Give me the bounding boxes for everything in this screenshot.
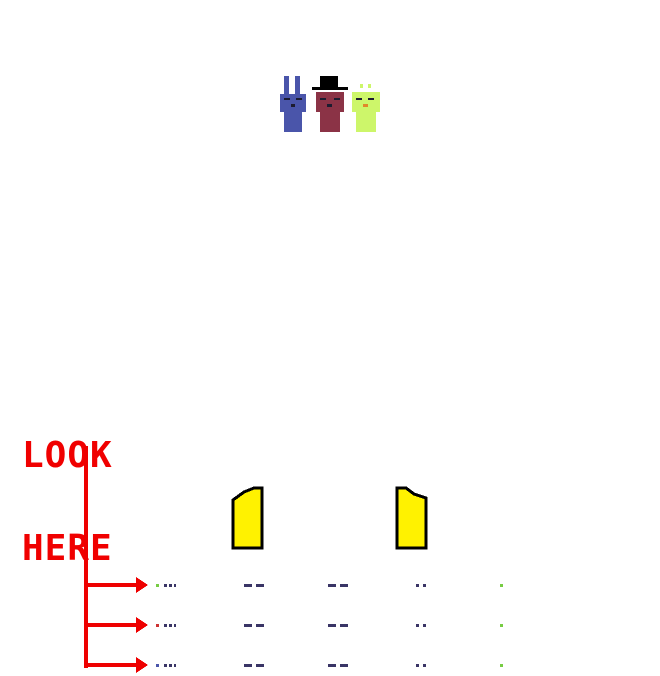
dash — [244, 584, 264, 587]
bunny-icon — [280, 76, 306, 132]
dash — [328, 584, 348, 587]
green-dot — [156, 584, 159, 587]
dash — [164, 624, 176, 627]
row-2 — [150, 620, 530, 632]
dash — [328, 664, 348, 667]
caption-line-2: HERE — [22, 528, 113, 569]
green-dot — [500, 624, 503, 627]
right-door-icon — [395, 486, 428, 550]
pointer-arrows-icon — [84, 446, 148, 673]
green-dot — [500, 584, 503, 587]
left-door-icon — [231, 486, 264, 550]
green-dot — [500, 664, 503, 667]
dash — [416, 584, 428, 587]
chick-icon — [352, 84, 380, 132]
caption-line-1: LOOK — [22, 435, 113, 476]
row-1 — [150, 580, 530, 592]
dash — [164, 584, 176, 587]
dash — [164, 664, 176, 667]
red-dot — [156, 624, 159, 627]
row-3 — [150, 660, 530, 672]
look-here-caption: LOOK HERE — [22, 378, 113, 595]
dash — [244, 624, 264, 627]
dash — [328, 624, 348, 627]
dash — [416, 664, 428, 667]
character-group — [278, 74, 382, 134]
bear-icon — [312, 76, 348, 132]
dash — [244, 664, 264, 667]
dash — [416, 624, 428, 627]
blue-dot — [156, 664, 159, 667]
